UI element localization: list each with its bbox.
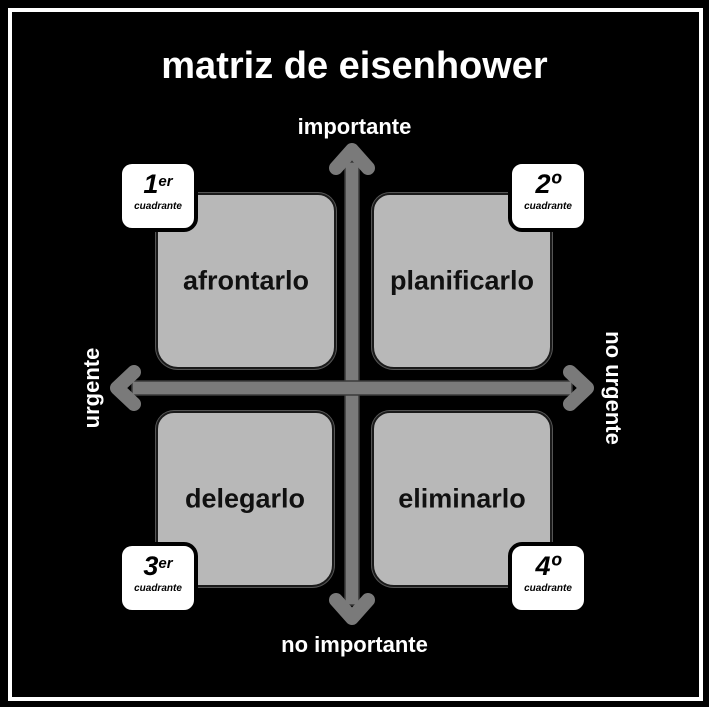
axis-label-bottom: no importante xyxy=(281,632,428,657)
badge-2-caption: cuadrante xyxy=(524,201,572,212)
arrow-head-left xyxy=(110,365,141,411)
quadrant-3-label: delegarlo xyxy=(184,483,306,514)
arrow-head-down xyxy=(329,593,375,625)
quadrant-4-label: eliminarlo xyxy=(398,483,526,514)
page-title: matriz de eisenhower xyxy=(161,45,548,87)
axis-label-top: importante xyxy=(297,114,412,139)
horizontal-axis-shaft xyxy=(131,380,573,396)
badge-1-caption: cuadrante xyxy=(134,201,182,212)
badge-3-caption: cuadrante xyxy=(134,583,182,594)
quadrant-4-badge: 4º cuadrante xyxy=(508,542,588,614)
arrow-head-up xyxy=(329,143,375,175)
quadrant-1-badge: 1er cuadrante xyxy=(118,160,198,232)
quadrant-2-badge: 2º cuadrante xyxy=(508,160,588,232)
badge-4-number: 4º xyxy=(535,551,561,581)
badge-4-caption: cuadrante xyxy=(524,583,572,594)
badge-1-number: 1er xyxy=(143,169,173,199)
quadrant-3-badge: 3er cuadrante xyxy=(118,542,198,614)
quadrant-1-label: afrontarlo xyxy=(182,265,309,296)
arrow-head-right xyxy=(563,365,594,411)
badge-2-number: 2º xyxy=(535,169,561,199)
quadrant-2-label: planificarlo xyxy=(389,265,535,296)
badge-3-number: 3er xyxy=(143,551,173,581)
